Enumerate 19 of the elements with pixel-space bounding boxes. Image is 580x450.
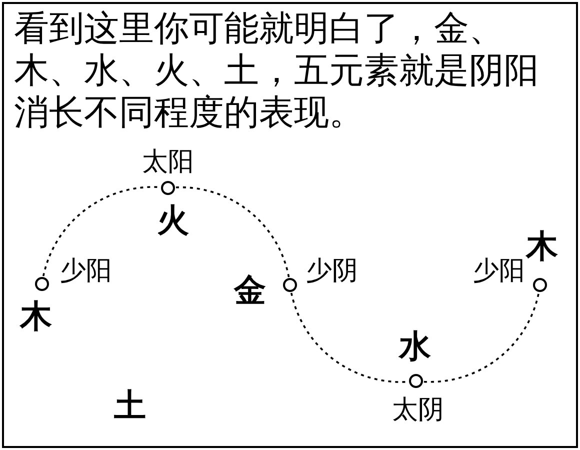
- element-label: 金: [234, 274, 266, 306]
- dotted-arc: [176, 186, 290, 278]
- point-circle: [283, 278, 297, 292]
- element-label: 木: [526, 230, 558, 262]
- dotted-arc: [424, 292, 540, 383]
- element-label: 土: [114, 389, 146, 421]
- point-circle: [409, 374, 423, 388]
- point-circle: [161, 181, 175, 195]
- phase-label: 少阳: [473, 258, 525, 284]
- phase-label: 少阳: [60, 258, 112, 284]
- element-label: 水: [399, 330, 431, 362]
- phase-label: 太阳: [142, 149, 194, 175]
- element-label: 火: [157, 204, 189, 236]
- phase-label: 少阴: [306, 258, 358, 284]
- heading-text: 看到这里你可能就明白了，金、木、水、火、土，五元素就是阴阳消长不同程度的表现。: [14, 8, 540, 134]
- phase-label: 太阴: [392, 397, 444, 423]
- point-circle: [533, 278, 547, 292]
- element-label: 木: [20, 300, 52, 332]
- point-circle: [35, 277, 49, 291]
